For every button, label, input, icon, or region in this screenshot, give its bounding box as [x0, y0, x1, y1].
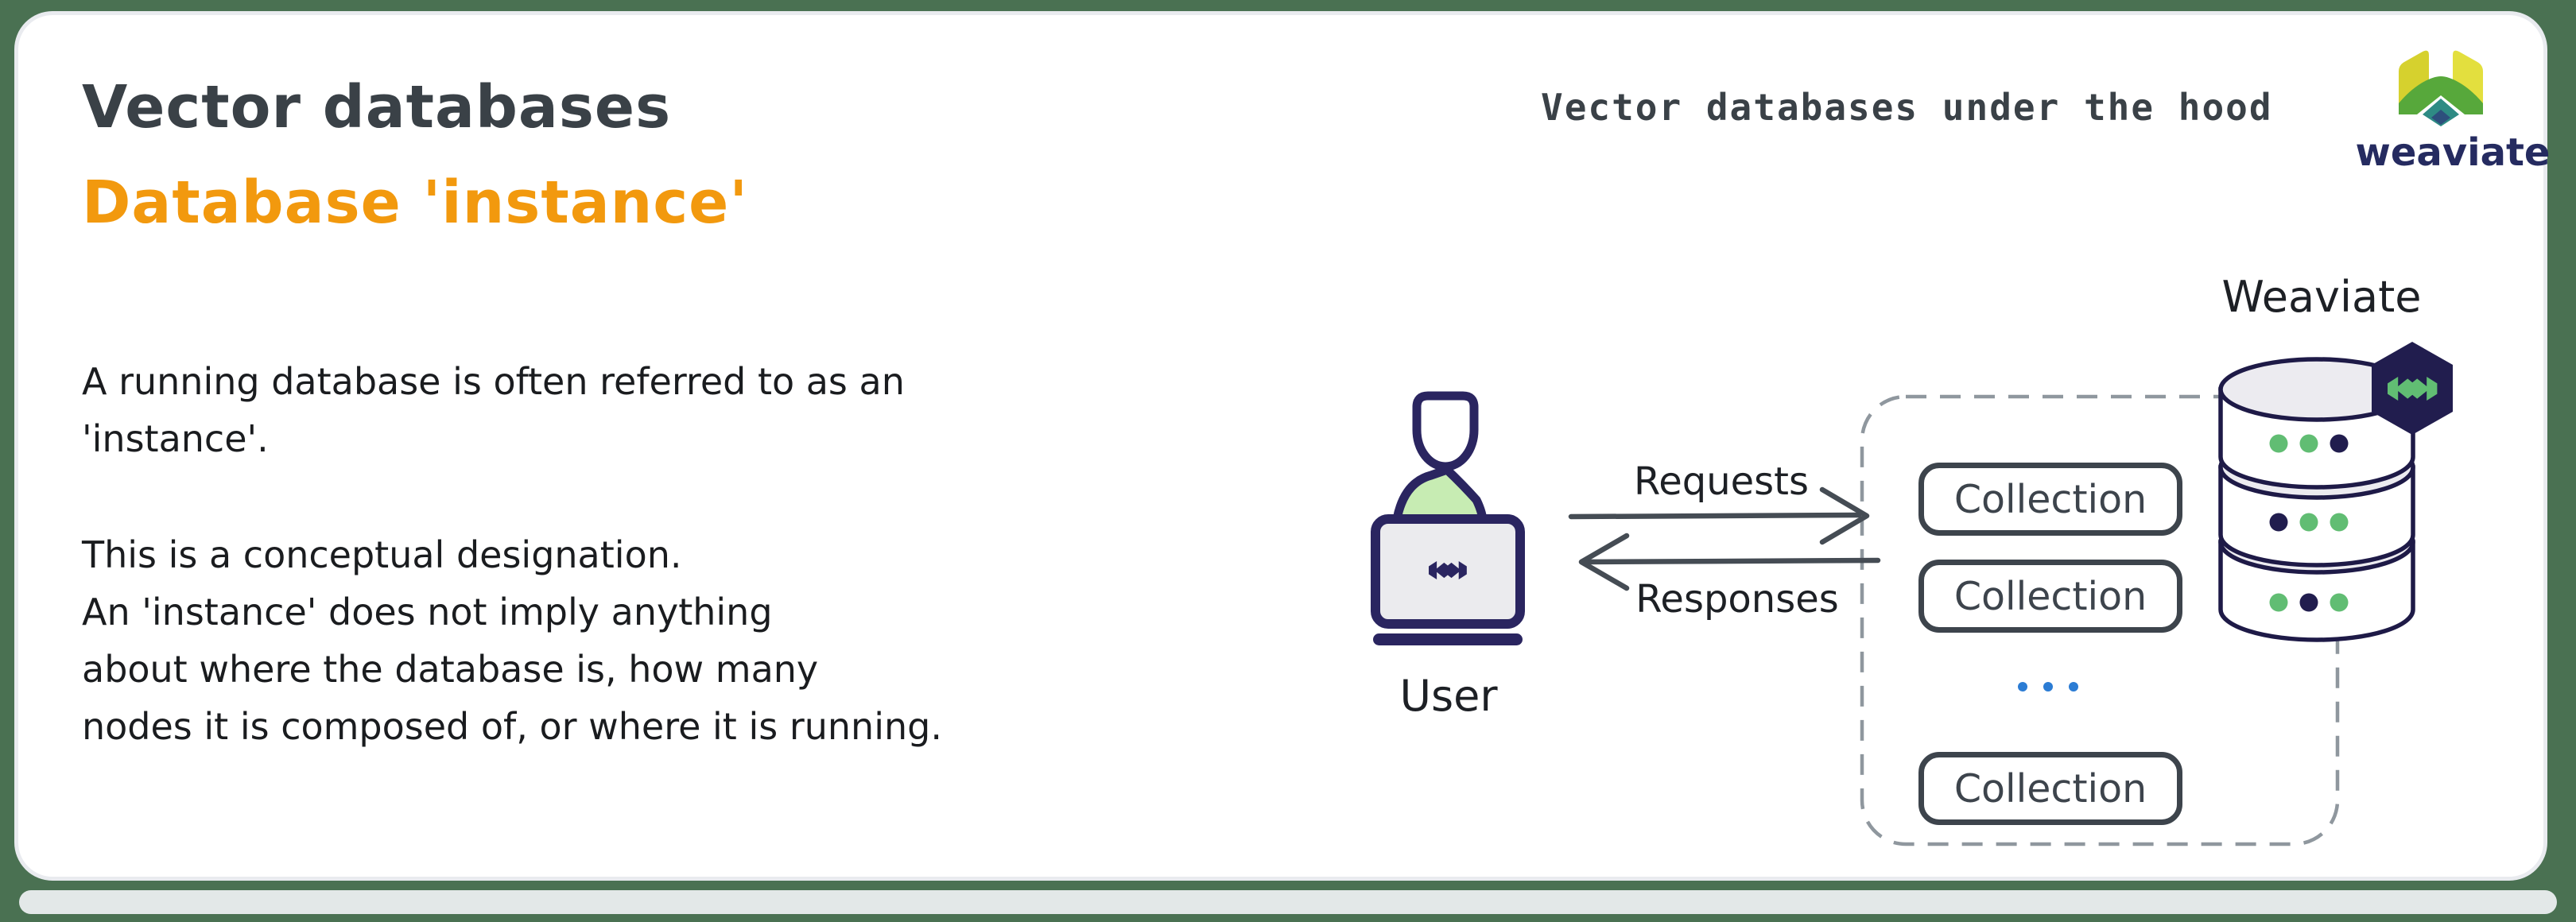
cylinder-status-dots	[2269, 434, 2349, 612]
laptop-base	[1373, 633, 1523, 645]
responses-label: Responses	[1635, 577, 1839, 622]
requests-arrow	[1568, 486, 1870, 545]
weaviate-logo-mark-icon	[2399, 50, 2483, 126]
body-line: This is a conceptual designation.	[82, 533, 682, 576]
user-head	[1412, 391, 1479, 471]
collection-box-2: Collection	[1918, 560, 2182, 633]
ellipsis-dot	[2018, 682, 2027, 692]
user-label: User	[1399, 671, 1498, 721]
instance-boundary-dashed-box	[1860, 394, 2340, 846]
next-slide-edge	[19, 890, 2557, 914]
database-stack	[2218, 357, 2415, 642]
deck-topic: Vector databases under the hood	[1541, 86, 2273, 129]
body-text: A running database is often referred to …	[82, 353, 942, 755]
user-shoulders	[1392, 465, 1488, 524]
body-line: 'instance'.	[82, 417, 269, 460]
page-subtitle: Database 'instance'	[82, 169, 749, 237]
more-collections-ellipsis-dots	[2018, 682, 2078, 692]
responses-arrow	[1578, 533, 1881, 591]
slide-card	[14, 11, 2547, 881]
body-line: An 'instance' does not imply anything	[82, 591, 773, 633]
ellipsis-dot	[2043, 682, 2053, 692]
ellipsis-dot	[2069, 682, 2078, 692]
weaviate-wordmark: weaviate	[2355, 130, 2551, 175]
weaviate-stack-label: Weaviate	[2221, 272, 2422, 322]
body-line: A running database is often referred to …	[82, 360, 905, 403]
collection-box-1: Collection	[1918, 463, 2182, 536]
body-line: nodes it is composed of, or where it is …	[82, 705, 942, 748]
database-cylinder-1	[2218, 357, 2415, 490]
requests-label: Requests	[1634, 459, 1809, 504]
user-figure	[1371, 391, 1525, 645]
body-line: about where the database is, how many	[82, 648, 819, 691]
page-title: Vector databases	[82, 73, 672, 141]
weaviate-hexagon-badge	[2372, 342, 2453, 435]
collection-box-3: Collection	[1918, 752, 2182, 825]
paragraph-gap	[82, 467, 942, 526]
